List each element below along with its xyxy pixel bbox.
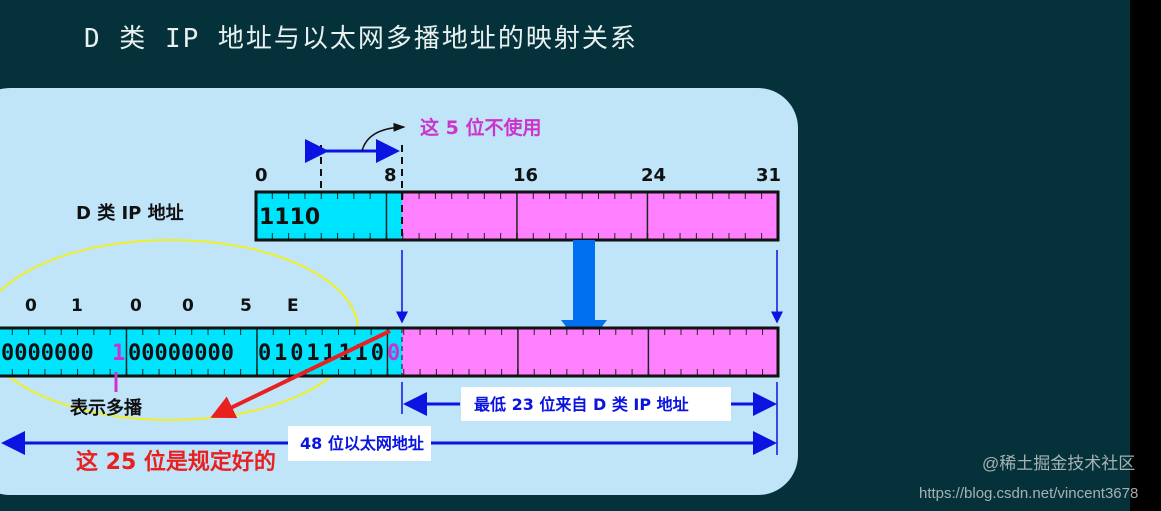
- mac-byte1-bits: 0000000: [1, 341, 94, 366]
- bit-tick-31: 31: [756, 165, 781, 186]
- multicast-note: 表示多播: [70, 397, 143, 419]
- mac-byte2-bits: 00000000: [128, 341, 234, 366]
- mac-address-bar: [0, 326, 780, 378]
- bit-tick-0: 0: [255, 165, 268, 186]
- watermark-csdn: https://blog.csdn.net/vincent3678: [919, 485, 1139, 502]
- hex-digit: E: [287, 296, 299, 316]
- annotation-red-arrow: [210, 329, 391, 419]
- bit-tick-24: 24: [641, 165, 666, 186]
- ip-prefix: 1110: [259, 205, 320, 230]
- slide-title: D 类 IP 地址与以太网多播地址的映射关系: [84, 24, 638, 54]
- note-pointer-arrow: [361, 122, 406, 152]
- mac48-label: 48 位以太网地址: [300, 434, 424, 453]
- mac-bit25: 0: [387, 341, 400, 366]
- hex-digit: 5: [240, 296, 252, 316]
- video-edge: [1130, 0, 1161, 511]
- fixed25-note: 这 25 位是规定好的: [76, 449, 276, 475]
- mapping-down-arrow: [561, 240, 607, 350]
- unused-bits-note: 这 5 位不使用: [420, 116, 541, 139]
- ip-address-bar: [254, 145, 780, 242]
- hex-digit: 0: [182, 296, 194, 316]
- bit-tick-16: 16: [513, 165, 538, 186]
- watermark-juejin: @稀土掘金技术社区: [982, 454, 1136, 473]
- bit-tick-8: 8: [384, 165, 397, 186]
- ip-label: D 类 IP 地址: [76, 202, 184, 224]
- hex-digit: 0: [25, 296, 37, 316]
- multicast-bit: 1: [112, 341, 125, 366]
- low23-label: 最低 23 位来自 D 类 IP 地址: [474, 395, 689, 414]
- hex-digit: 1: [71, 296, 83, 316]
- hex-digit: 0: [130, 296, 142, 316]
